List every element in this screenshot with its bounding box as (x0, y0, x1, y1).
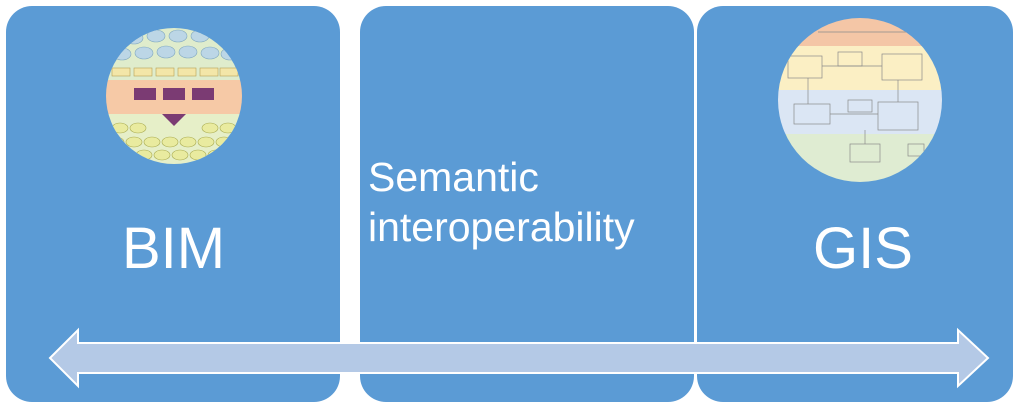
semantic-interoperability-panel (360, 6, 694, 402)
semantic-line: Semantic (368, 154, 539, 200)
bim-label: BIM (122, 216, 226, 281)
semantic-interoperability-label: Semantic interoperability (368, 152, 635, 253)
gis-label: GIS (813, 216, 913, 281)
interoperability-line: interoperability (368, 204, 635, 251)
